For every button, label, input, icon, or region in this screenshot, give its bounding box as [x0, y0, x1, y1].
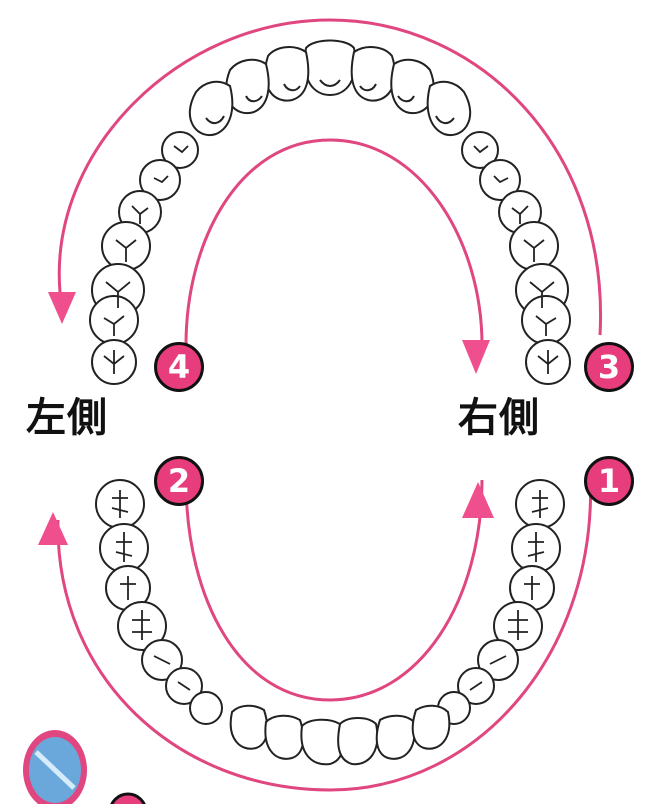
step-badge-1: 1 — [584, 456, 634, 506]
right-side-label: 右側 — [458, 395, 540, 441]
lower-left-side-teeth — [95, 479, 223, 725]
hand-mirror-icon — [23, 730, 146, 804]
step-badge-3: 3 — [584, 342, 634, 392]
left-side-label: 左側 — [26, 395, 108, 441]
step-badge-4: 4 — [154, 342, 204, 392]
arrow-down-right-inner — [462, 340, 490, 374]
upper-front-teeth — [188, 39, 472, 137]
arrow-up-right-inner — [462, 482, 494, 518]
molar-cusp-marks — [103, 145, 559, 691]
right-label-gap — [440, 385, 560, 455]
arrow-down-left-outer — [48, 292, 76, 324]
step-badge-2: 2 — [154, 456, 204, 506]
inner-route-line — [184, 138, 484, 702]
arrow-up-left-outer — [38, 512, 68, 545]
upper-left-side-teeth — [89, 131, 199, 385]
upper-front-teeth-marks — [205, 79, 455, 124]
lower-front-teeth — [229, 704, 451, 766]
upper-right-side-teeth — [461, 131, 571, 385]
left-label-gap — [10, 330, 90, 510]
outer-route-line — [56, 18, 603, 792]
